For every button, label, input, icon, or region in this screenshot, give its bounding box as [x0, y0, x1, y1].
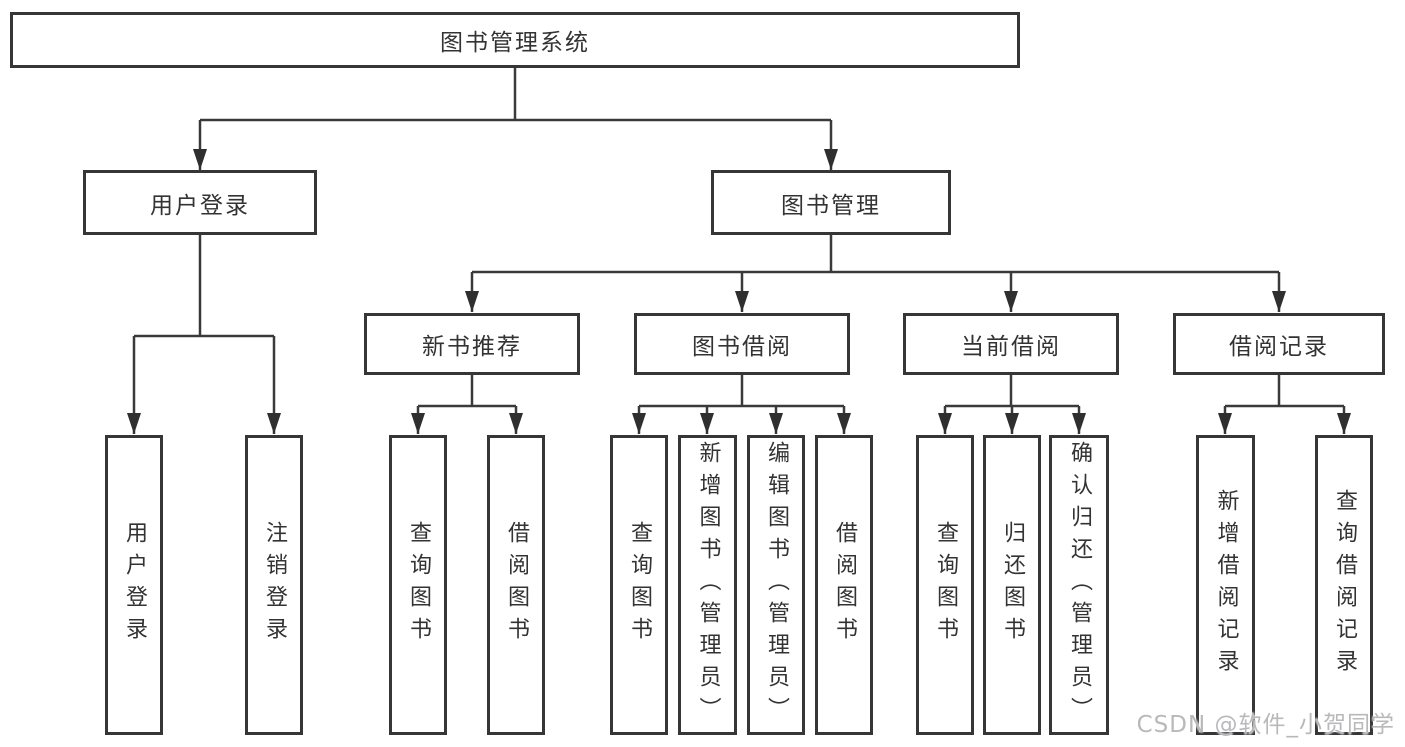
- node-label: 新书推荐: [422, 334, 522, 360]
- leaf-query-books-borrowing: 查询图书: [610, 435, 668, 735]
- node-label: 新增借阅记录: [1213, 489, 1239, 681]
- node-label: 注销登录: [262, 521, 287, 649]
- node-label: 用户登录: [122, 521, 147, 649]
- node-label: 用户登录: [150, 192, 250, 219]
- leaf-query-borrow-record: 查询借阅记录: [1315, 435, 1373, 735]
- csdn-watermark: CSDN @软件_小贺同学: [1136, 712, 1395, 738]
- leaf-add-book-admin: 新增图书（管理员）: [678, 435, 737, 735]
- leaf-return-books: 归还图书: [983, 435, 1041, 735]
- node-label: 查询图书: [933, 521, 958, 649]
- node-label: 图书借阅: [692, 334, 792, 360]
- node-label: 图书管理系统: [440, 30, 590, 56]
- node-borrowing-records: 借阅记录: [1173, 313, 1385, 375]
- leaf-query-books-current: 查询图书: [916, 435, 974, 735]
- node-user-login: 用户登录: [83, 170, 317, 235]
- node-label: 图书管理: [781, 192, 881, 219]
- leaf-borrow-books: 借阅图书: [815, 435, 873, 735]
- node-label: 查询图书: [627, 521, 652, 649]
- node-label: 查询借阅记录: [1332, 489, 1357, 681]
- leaf-confirm-return-admin: 确认归还（管理员）: [1049, 435, 1109, 735]
- node-label: 当前借阅: [961, 334, 1061, 360]
- node-label: 编辑图书（管理员）: [764, 441, 789, 729]
- node-book-management: 图书管理: [711, 170, 951, 235]
- leaf-logout: 注销登录: [245, 435, 303, 735]
- node-book-borrowing: 图书借阅: [634, 313, 850, 375]
- leaf-user-login: 用户登录: [105, 435, 163, 735]
- node-label: 新增图书（管理员）: [695, 441, 721, 729]
- leaf-borrow-books-recommend: 借阅图书: [487, 435, 545, 735]
- node-label: 查询图书: [406, 521, 431, 649]
- node-current-borrowing: 当前借阅: [903, 313, 1119, 375]
- node-label: 归还图书: [1000, 521, 1025, 649]
- node-label: 确认归还（管理员）: [1067, 441, 1092, 729]
- leaf-add-borrow-record: 新增借阅记录: [1196, 435, 1255, 735]
- node-new-book-recommend: 新书推荐: [364, 313, 580, 375]
- node-label: 借阅图书: [832, 521, 857, 649]
- node-label: 借阅图书: [504, 521, 529, 649]
- leaf-edit-book-admin: 编辑图书（管理员）: [747, 435, 805, 735]
- leaf-query-books-recommend: 查询图书: [389, 435, 447, 735]
- node-label: 借阅记录: [1229, 334, 1329, 360]
- node-library-management-system: 图书管理系统: [10, 12, 1020, 68]
